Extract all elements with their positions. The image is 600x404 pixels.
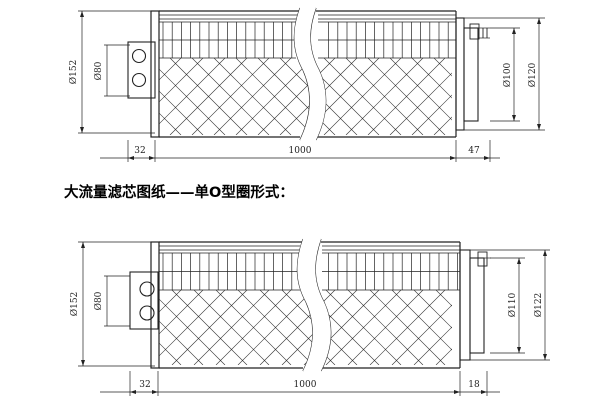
left-port-lower bbox=[131, 72, 147, 88]
dim-outer-height-label: Ø152 bbox=[69, 292, 80, 317]
drawing-caption: 大流量滤芯图纸——单O型圈形式： bbox=[64, 183, 294, 203]
mesh-strand bbox=[215, 290, 292, 365]
mesh-strand bbox=[391, 304, 452, 365]
mesh-strand bbox=[159, 290, 226, 357]
dim-inner-height-label: Ø80 bbox=[93, 61, 104, 80]
filter-drawing-top bbox=[78, 7, 555, 162]
filter-drawing-bottom bbox=[78, 238, 550, 396]
mesh-strand bbox=[235, 58, 314, 135]
dim-right-small-label: Ø110 bbox=[507, 292, 518, 317]
mesh-strand bbox=[458, 290, 533, 365]
mesh-strand bbox=[456, 58, 533, 135]
mesh-strand bbox=[458, 290, 533, 365]
mesh-strand bbox=[213, 58, 292, 135]
mesh-strand bbox=[389, 72, 452, 135]
dim-right-length-label: 18 bbox=[468, 380, 480, 390]
left-port-upper bbox=[139, 281, 155, 297]
filter-mesh bbox=[159, 290, 533, 365]
mesh-strand bbox=[367, 58, 446, 135]
support-grid bbox=[159, 252, 460, 291]
o-ring-seat bbox=[469, 23, 480, 40]
break-gap bbox=[297, 239, 331, 371]
mesh-strand bbox=[323, 58, 402, 135]
mesh-strand bbox=[237, 290, 314, 365]
mesh-strand bbox=[413, 326, 452, 365]
left-end-cap bbox=[127, 41, 156, 99]
mesh-strand bbox=[435, 348, 452, 365]
dim-body-length-label: 1000 bbox=[289, 146, 312, 156]
dims-top: Ø152 Ø80 Ø100 Ø120 32 1000 47 bbox=[68, 60, 538, 156]
dim-body-length-label: 1000 bbox=[294, 380, 317, 390]
mesh-strand bbox=[456, 58, 533, 135]
mesh-strand bbox=[159, 290, 204, 335]
mesh-strand bbox=[478, 58, 555, 135]
caption-text: 大流量滤芯图纸——单O型圈形式： bbox=[64, 185, 294, 201]
right-flange bbox=[455, 17, 465, 131]
dim-right-length-label: 47 bbox=[468, 146, 480, 156]
filter-mesh bbox=[159, 58, 555, 135]
mesh-strand bbox=[159, 342, 182, 365]
mesh-strand bbox=[169, 58, 248, 135]
left-port-lower bbox=[139, 305, 155, 321]
dim-left-length-label: 32 bbox=[134, 146, 145, 156]
dims-bottom: Ø152 Ø80 Ø110 Ø122 32 1000 18 bbox=[69, 291, 544, 390]
mesh-strand bbox=[193, 290, 270, 365]
left-flange bbox=[150, 10, 160, 138]
mesh-strand bbox=[159, 58, 204, 103]
mesh-strand bbox=[159, 290, 182, 313]
right-spigot bbox=[463, 27, 479, 122]
mesh-strand bbox=[325, 290, 402, 365]
mesh-strand bbox=[345, 58, 424, 135]
break-gap bbox=[294, 8, 326, 140]
dim-inner-height-label: Ø80 bbox=[93, 291, 104, 310]
left-end-cap bbox=[129, 271, 159, 330]
mesh-strand bbox=[159, 58, 182, 81]
mesh-strand bbox=[433, 58, 452, 77]
mesh-strand bbox=[159, 58, 226, 125]
mesh-strand bbox=[159, 112, 182, 135]
mesh-strand bbox=[171, 290, 248, 365]
dim-right-large-label: Ø122 bbox=[533, 293, 544, 318]
dim-right-small-label: Ø100 bbox=[502, 62, 513, 87]
mesh-strand bbox=[433, 116, 452, 135]
dim-left-length-label: 32 bbox=[139, 380, 150, 390]
mesh-strand bbox=[411, 94, 452, 135]
dim-right-large-label: Ø120 bbox=[527, 62, 538, 87]
dim-outer-height-label: Ø152 bbox=[68, 60, 79, 85]
mesh-strand bbox=[369, 290, 446, 365]
mesh-strand bbox=[347, 290, 424, 365]
mesh-strand bbox=[257, 58, 336, 135]
support-grid bbox=[159, 21, 456, 59]
mesh-strand bbox=[478, 58, 555, 135]
mesh-strand bbox=[435, 290, 452, 307]
left-port-upper bbox=[131, 48, 147, 64]
mesh-strand bbox=[191, 58, 270, 135]
